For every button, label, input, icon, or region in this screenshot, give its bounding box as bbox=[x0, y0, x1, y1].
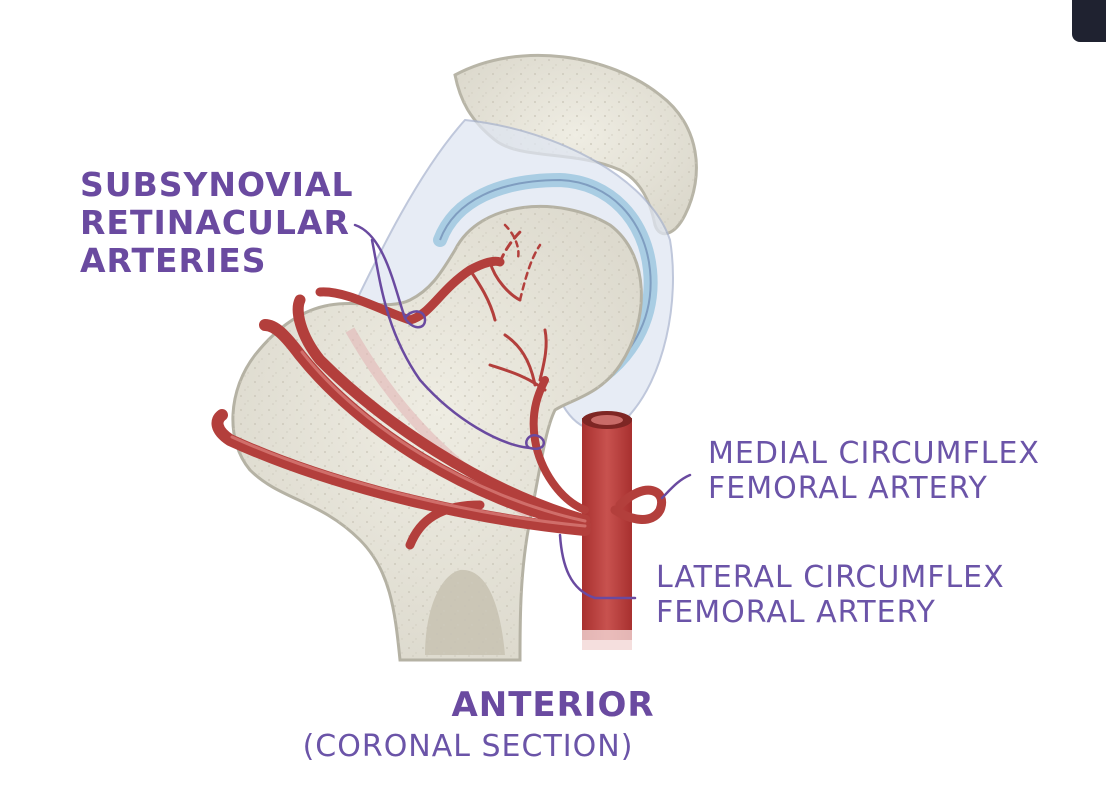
medial-circumflex-artery bbox=[610, 485, 666, 524]
subsynovial-line-2: RETINACULAR bbox=[80, 202, 350, 242]
subsynovial-line-1: SUBSYNOVIAL bbox=[80, 165, 354, 204]
retinacular-arteries bbox=[315, 223, 548, 392]
medial-line-2: FEMORAL ARTERY bbox=[708, 470, 988, 506]
label-leaders bbox=[353, 223, 692, 600]
view-title: ANTERIOR bbox=[451, 685, 655, 725]
medial-line-1: MEDIAL CIRCUMFLEX bbox=[708, 436, 1040, 471]
lateral-line-1: LATERAL CIRCUMFLEX bbox=[656, 560, 1005, 595]
subsynovial-retinacular-label: SUBSYNOVIAL RETINACULAR ARTERIES bbox=[80, 166, 354, 280]
lateral-line-2: FEMORAL ARTERY bbox=[656, 594, 936, 630]
overlay-corner-tab[interactable] bbox=[1072, 0, 1106, 42]
subsynovial-line-3: ARTERIES bbox=[80, 240, 267, 280]
lateral-circumflex-arteries bbox=[211, 294, 591, 550]
lateral-circumflex-label: LATERAL CIRCUMFLEX FEMORAL ARTERY bbox=[656, 560, 1005, 630]
section-subtitle: (CORONAL SECTION) bbox=[302, 729, 634, 764]
medial-circumflex-label: MEDIAL CIRCUMFLEX FEMORAL ARTERY bbox=[708, 436, 1040, 506]
